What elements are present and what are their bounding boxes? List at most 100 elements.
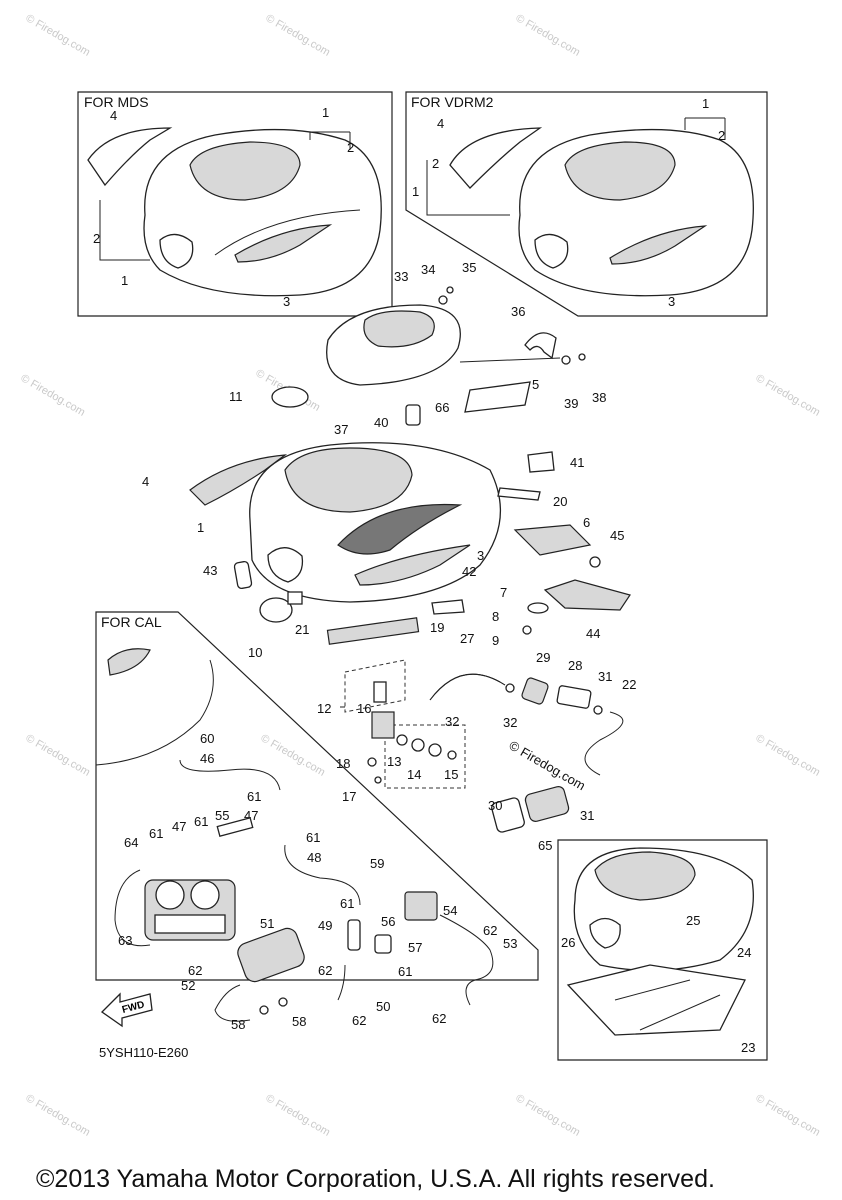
callout: 61 <box>194 814 208 829</box>
callout: 3 <box>477 548 484 563</box>
callout: 37 <box>334 422 348 437</box>
clamp <box>505 683 515 693</box>
watermark: © Firedog.com <box>754 372 823 419</box>
callout: 43 <box>203 563 217 578</box>
callout: 20 <box>553 494 567 509</box>
callout: 47 <box>172 819 186 834</box>
callout: 19 <box>430 620 444 635</box>
callout: 22 <box>622 677 636 692</box>
callout: 2 <box>432 156 439 171</box>
callout: 2 <box>347 140 354 155</box>
callout: 1 <box>322 105 329 120</box>
callout: 61 <box>247 789 261 804</box>
label-sticker <box>431 599 465 615</box>
callout: 41 <box>570 455 584 470</box>
callout: 63 <box>118 933 132 948</box>
watermark: © Firedog.com <box>24 12 93 59</box>
callout: 60 <box>200 731 214 746</box>
fuel-cap <box>259 597 293 623</box>
callout: 33 <box>394 269 408 284</box>
callout: 59 <box>370 856 384 871</box>
callout: 34 <box>421 262 435 277</box>
callout: 61 <box>306 830 320 845</box>
collar <box>522 625 532 635</box>
fuel-filter <box>556 685 592 709</box>
mds-box: FOR MDS <box>77 91 393 317</box>
callout: 17 <box>342 789 356 804</box>
underside-opening <box>594 851 696 901</box>
callout: 32 <box>503 715 517 730</box>
callout: 3 <box>283 294 290 309</box>
callout: 21 <box>295 622 309 637</box>
callout: 50 <box>376 999 390 1014</box>
check-valve <box>374 934 392 954</box>
callout: 62 <box>352 1013 366 1028</box>
watermark: © Firedog.com <box>24 732 93 779</box>
washer <box>367 757 377 767</box>
callout: 4 <box>110 108 117 123</box>
callout: 1 <box>702 96 709 111</box>
fuel-pump <box>524 786 570 822</box>
hose-joint <box>347 919 361 951</box>
callout: 45 <box>610 528 624 543</box>
callout: 35 <box>462 260 476 275</box>
callout: 8 <box>492 609 499 624</box>
callout: 4 <box>437 116 444 131</box>
callout: 26 <box>561 935 575 950</box>
mds-box-title: FOR MDS <box>84 94 149 110</box>
rear-bracket <box>513 524 592 556</box>
gasket <box>287 591 303 605</box>
pump-bracket <box>491 797 525 833</box>
main-emblem <box>354 544 471 586</box>
bolt <box>278 997 288 1007</box>
callout: 38 <box>592 390 606 405</box>
filter <box>373 681 387 703</box>
watermark: © Firedog.com <box>264 1092 333 1139</box>
vdrm2-decal <box>449 127 543 189</box>
insulator-sheet <box>566 964 746 1036</box>
mds-decal <box>87 127 173 187</box>
o-ring <box>396 734 408 746</box>
canister <box>237 927 305 983</box>
mds-knee-recess <box>159 233 194 269</box>
damper-strip <box>497 487 541 501</box>
callout: 44 <box>586 626 600 641</box>
callout: 65 <box>538 838 552 853</box>
callout: 56 <box>381 914 395 929</box>
callout: 62 <box>318 963 332 978</box>
callout: 4 <box>142 474 149 489</box>
callout: 66 <box>435 400 449 415</box>
watermark: © Firedog.com <box>19 372 88 419</box>
tank-cover-opening <box>363 310 435 348</box>
rubber-strip <box>326 617 420 645</box>
callout: 55 <box>215 808 229 823</box>
callout: 27 <box>460 631 474 646</box>
callout: 62 <box>188 963 202 978</box>
bracket <box>524 332 557 360</box>
callout: 23 <box>741 1040 755 1055</box>
screw <box>447 750 457 760</box>
washer <box>561 355 571 365</box>
screw <box>374 776 382 784</box>
watermark: © Firedog.com <box>24 1092 93 1139</box>
vdrm2-knee-recess <box>534 233 569 269</box>
callout: 42 <box>462 564 476 579</box>
callout: 5 <box>532 377 539 392</box>
fuel-cock <box>371 711 395 739</box>
watermark: © Firedog.com <box>514 12 583 59</box>
vdrm2-box: FOR VDRM2 <box>405 91 768 317</box>
callout: 3 <box>668 294 675 309</box>
callout: 53 <box>503 936 517 951</box>
cal-box: FOR CAL <box>95 611 539 981</box>
clamp <box>593 705 603 715</box>
mds-emblem <box>234 224 333 263</box>
callout: 36 <box>511 304 525 319</box>
callout: 18 <box>336 756 350 771</box>
solenoid-valve <box>404 891 438 921</box>
watermark: © Firedog.com <box>264 12 333 59</box>
cal-tank-opening <box>107 648 151 676</box>
callout: 61 <box>398 964 412 979</box>
cal-box-title: FOR CAL <box>101 614 162 630</box>
callout: 1 <box>121 273 128 288</box>
